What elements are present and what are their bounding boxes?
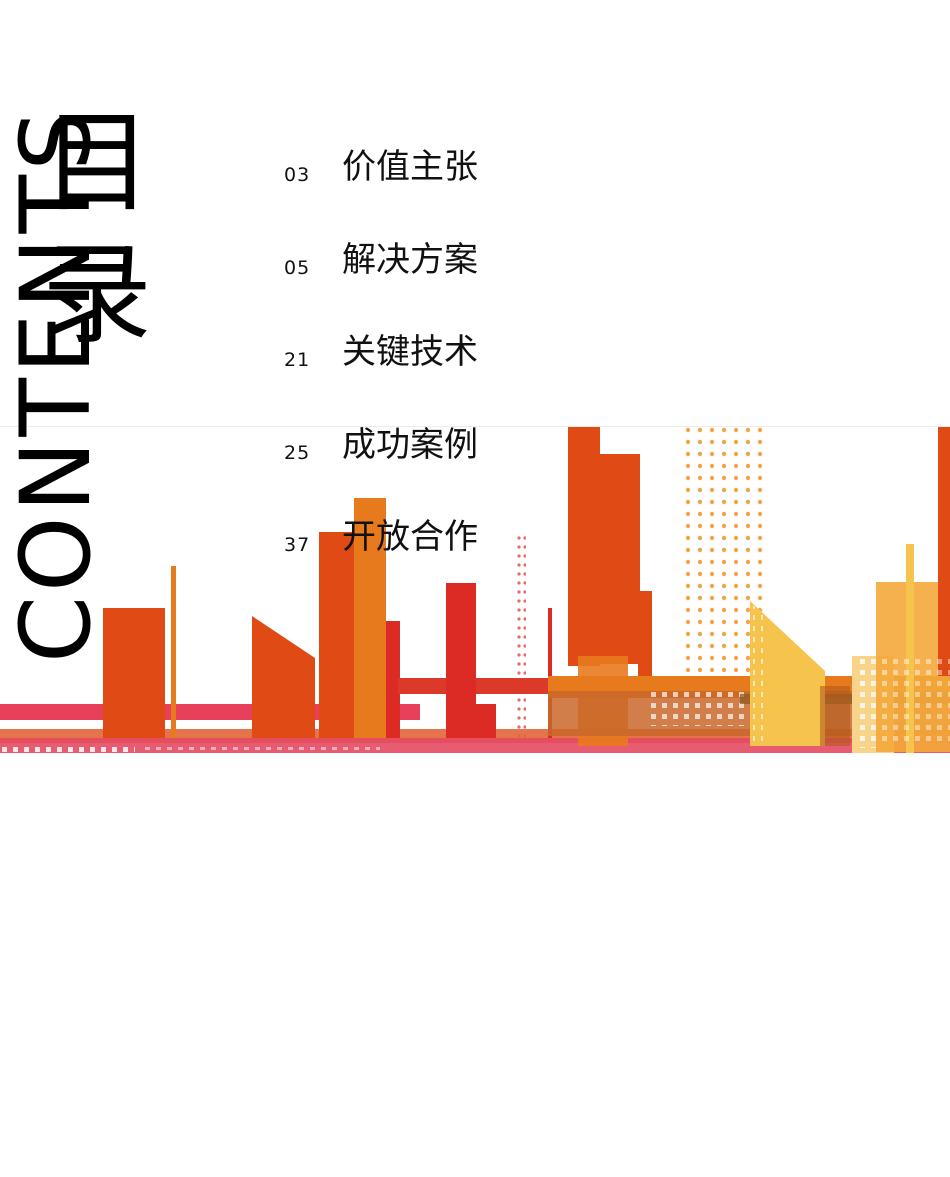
toc-item-key-technologies[interactable]: 21 关键技术	[284, 323, 604, 373]
toc-title: 关键技术	[342, 332, 478, 372]
heading-char-lu: 录	[42, 231, 152, 359]
toc-item-open-cooperation[interactable]: 37 开放合作	[284, 508, 604, 558]
toc-item-success-cases[interactable]: 25 成功案例	[284, 416, 604, 466]
toc-page-number: 05	[284, 257, 311, 279]
toc-title: 解决方案	[342, 240, 478, 280]
divider-line	[0, 426, 950, 427]
toc-page-number: 03	[284, 164, 311, 186]
toc-page-number: 25	[284, 442, 311, 464]
toc-title: 价值主张	[342, 147, 478, 187]
toc-item-solutions[interactable]: 05 解决方案	[284, 231, 604, 281]
toc-page-number: 37	[284, 534, 311, 556]
toc-title: 成功案例	[342, 425, 478, 465]
toc-page-number: 21	[284, 349, 311, 371]
toc-title: 开放合作	[342, 517, 478, 557]
toc-item-value-proposition[interactable]: 03 价值主张	[284, 138, 604, 188]
heading-char-mu: 目	[42, 99, 152, 227]
city-skyline-illustration	[0, 426, 950, 753]
